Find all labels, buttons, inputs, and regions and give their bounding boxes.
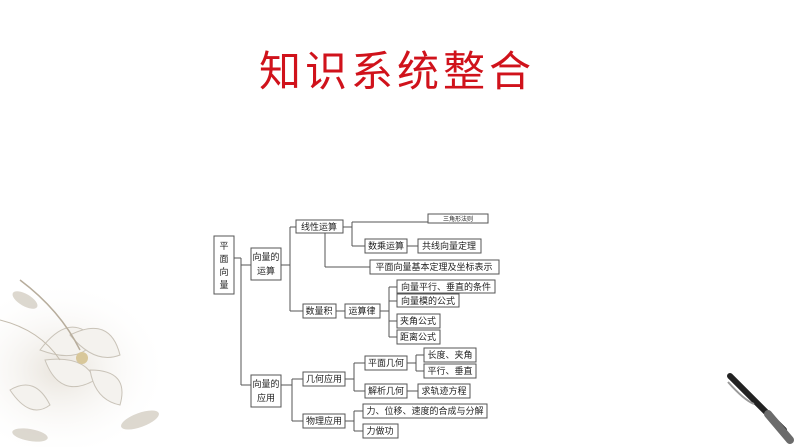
svg-text:向量模的公式: 向量模的公式 [401, 295, 455, 307]
svg-text:平行、垂直: 平行、垂直 [427, 365, 472, 377]
svg-text:数量积: 数量积 [305, 305, 332, 317]
svg-text:向: 向 [219, 266, 228, 278]
node-triangle-rule: 三角形法则 [427, 213, 489, 224]
node-vector-operations: 向量的 运算 [250, 247, 282, 281]
node-basic-theorem: 平面向量基本定理及坐标表示 [369, 259, 500, 275]
node-locus-equation: 求轨迹方程 [417, 383, 471, 399]
node-magnitude-formula: 向量模的公式 [396, 293, 460, 308]
node-parallel-perpendicular: 平行、垂直 [423, 363, 477, 379]
node-collinear-theorem: 共线向量定理 [417, 238, 482, 254]
svg-text:力、位移、速度的合成与分解: 力、位移、速度的合成与分解 [366, 405, 483, 417]
svg-text:几何应用: 几何应用 [306, 373, 342, 385]
node-geometry-application: 几何应用 [302, 371, 346, 387]
svg-text:向量平行、垂直的条件: 向量平行、垂直的条件 [401, 281, 491, 293]
svg-text:长度、夹角: 长度、夹角 [427, 349, 472, 361]
node-length-angle: 长度、夹角 [423, 347, 477, 363]
node-operation-laws: 运算律 [344, 303, 381, 319]
svg-text:面: 面 [219, 254, 228, 265]
svg-text:平: 平 [219, 241, 228, 252]
svg-text:运算律: 运算律 [348, 305, 375, 317]
svg-text:平面几何: 平面几何 [368, 357, 404, 369]
tree-connectors [234, 221, 428, 432]
brush-pen-decoration [727, 373, 794, 444]
svg-text:夹角公式: 夹角公式 [400, 315, 436, 327]
svg-text:平面向量基本定理及坐标表示: 平面向量基本定理及坐标表示 [375, 261, 492, 273]
node-work-by-force: 力做功 [362, 423, 399, 439]
svg-text:解析几何: 解析几何 [368, 385, 404, 397]
node-angle-formula: 夹角公式 [396, 313, 441, 329]
svg-text:力做功: 力做功 [366, 425, 393, 437]
flower-painting-decoration [0, 279, 170, 447]
svg-text:数乘运算: 数乘运算 [368, 240, 404, 252]
node-plane-geometry: 平面几何 [364, 355, 408, 371]
svg-text:向量的: 向量的 [252, 378, 279, 390]
node-force-composition: 力、位移、速度的合成与分解 [362, 403, 488, 419]
svg-text:物理应用: 物理应用 [306, 415, 342, 427]
node-distance-formula: 距离公式 [396, 329, 441, 345]
svg-text:运算: 运算 [257, 265, 275, 277]
node-linear-operations: 线性运算 [295, 219, 344, 234]
node-parallel-perpendicular-condition: 向量平行、垂直的条件 [396, 279, 496, 294]
svg-text:距离公式: 距离公式 [400, 331, 436, 343]
root-node-plane-vector: 平 面 向 量 [213, 235, 235, 295]
node-physics-application: 物理应用 [302, 413, 346, 429]
svg-text:线性运算: 线性运算 [301, 221, 337, 233]
svg-text:求轨迹方程: 求轨迹方程 [421, 385, 466, 397]
svg-text:量: 量 [219, 280, 228, 291]
node-vector-applications: 向量的 应用 [250, 374, 282, 408]
svg-text:向量的: 向量的 [252, 251, 279, 263]
svg-text:应用: 应用 [257, 392, 275, 404]
node-analytic-geometry: 解析几何 [364, 383, 408, 399]
node-scalar-multiplication: 数乘运算 [364, 238, 408, 254]
page-title: 知识系统整合 [258, 47, 535, 96]
svg-text:三角形法则: 三角形法则 [443, 215, 473, 223]
svg-text:共线向量定理: 共线向量定理 [422, 240, 476, 252]
node-dot-product: 数量积 [302, 303, 337, 319]
